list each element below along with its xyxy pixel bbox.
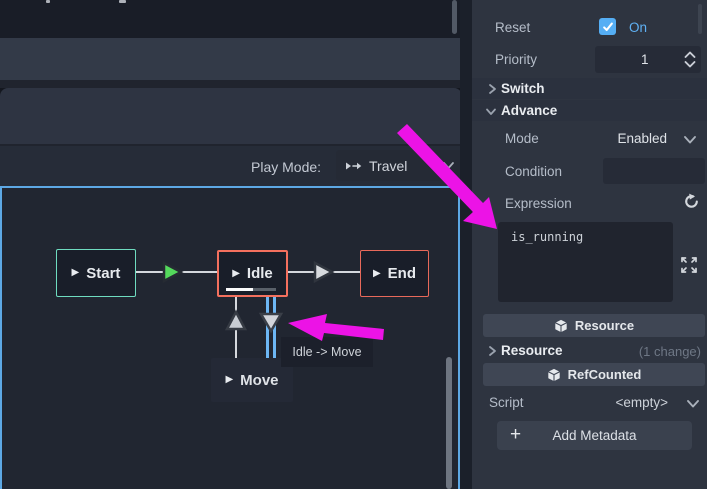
chevron-down-icon [486, 108, 496, 115]
priority-spinbox[interactable] [595, 46, 701, 73]
chevron-down-icon [443, 162, 454, 169]
plus-icon: + [510, 424, 522, 445]
transition-arrow-idle-move-selected[interactable] [258, 309, 284, 335]
chevron-down-icon [687, 400, 699, 408]
resource-cube-icon [554, 319, 568, 333]
expression-label: Expression [505, 196, 572, 211]
clipped-text-remnant [46, 0, 50, 3]
priority-label: Priority [495, 52, 538, 67]
transition-tooltip-label: Idle -> Move [292, 345, 362, 359]
travel-icon [346, 162, 362, 169]
section-advance[interactable]: Advance [472, 100, 707, 121]
revert-icon[interactable] [683, 193, 700, 210]
expression-value: is_running [511, 230, 584, 244]
refcounted-button[interactable]: RefCounted [483, 363, 705, 386]
play-mode-label: Play Mode: [251, 159, 322, 175]
section-resource[interactable]: Resource (1 change) [472, 340, 707, 361]
section-advance-label: Advance [501, 103, 558, 118]
playback-progress [226, 288, 253, 291]
state-node-label: End [387, 265, 417, 282]
state-node-idle[interactable]: ▶ Idle [217, 250, 288, 297]
play-icon: ▶ [225, 374, 234, 385]
resource-button[interactable]: Resource [483, 314, 705, 337]
state-node-label: Move [240, 371, 279, 389]
spinner-updown-icon[interactable] [683, 50, 697, 69]
resource-change-badge: (1 change) [638, 344, 701, 359]
add-metadata-label: Add Metadata [552, 428, 637, 443]
playback-progress-track [253, 288, 276, 291]
panel-divider [0, 144, 462, 146]
condition-label: Condition [505, 164, 563, 179]
reset-checkbox[interactable] [599, 18, 616, 35]
transition-arrow-move-idle[interactable] [224, 309, 248, 333]
condition-input[interactable] [603, 158, 705, 184]
script-dropdown[interactable]: <empty> [560, 390, 705, 416]
state-node-end[interactable]: ▶ End [360, 250, 429, 297]
mode-dropdown[interactable]: Enabled [595, 126, 705, 152]
chevron-down-icon [684, 136, 696, 144]
top-panel [0, 0, 462, 38]
play-icon: ▶ [71, 267, 80, 278]
section-resource-label: Resource [501, 343, 563, 358]
transition-arrow-green[interactable] [160, 260, 184, 284]
refcounted-button-label: RefCounted [567, 367, 642, 382]
panel-separator[interactable] [460, 0, 472, 489]
mode-value: Enabled [617, 131, 667, 146]
mode-label: Mode [505, 131, 539, 146]
panel-band [0, 38, 462, 80]
top-panel-scrollbar[interactable] [452, 0, 457, 34]
priority-value: 1 [641, 52, 649, 67]
expression-textarea[interactable]: is_running [498, 222, 673, 302]
play-icon: ▶ [372, 267, 381, 279]
script-value: <empty> [615, 395, 668, 410]
transition-tooltip: Idle -> Move [281, 337, 373, 367]
state-node-start[interactable]: ▶ Start [56, 249, 136, 297]
panel-divider [0, 80, 462, 88]
clipped-text-remnant [119, 0, 126, 3]
reset-on-value[interactable]: On [629, 20, 648, 35]
section-switch-label: Switch [501, 81, 545, 96]
refcounted-cube-icon [547, 368, 560, 382]
state-node-label: Idle [246, 265, 273, 282]
reset-label: Reset [495, 20, 531, 35]
play-icon: ▶ [232, 267, 240, 279]
animation-panel [0, 88, 462, 144]
add-metadata-button[interactable]: + Add Metadata [497, 421, 692, 450]
state-machine-graph[interactable] [0, 186, 460, 489]
script-label: Script [489, 395, 524, 410]
state-node-label: Start [86, 264, 121, 282]
play-mode-dropdown[interactable]: Travel [336, 150, 464, 181]
resource-button-label: Resource [574, 318, 635, 333]
expand-icon[interactable] [680, 256, 698, 274]
chevron-right-icon [489, 84, 496, 94]
chevron-right-icon [489, 346, 496, 356]
check-icon [602, 22, 613, 31]
inspector-scrollbar[interactable] [698, 4, 702, 34]
section-switch[interactable]: Switch [472, 78, 707, 99]
transition-arrow-idle-end[interactable] [311, 260, 335, 284]
graph-scrollbar[interactable] [446, 357, 452, 489]
play-mode-value: Travel [369, 157, 408, 174]
state-node-move[interactable]: ▶ Move [211, 358, 293, 402]
